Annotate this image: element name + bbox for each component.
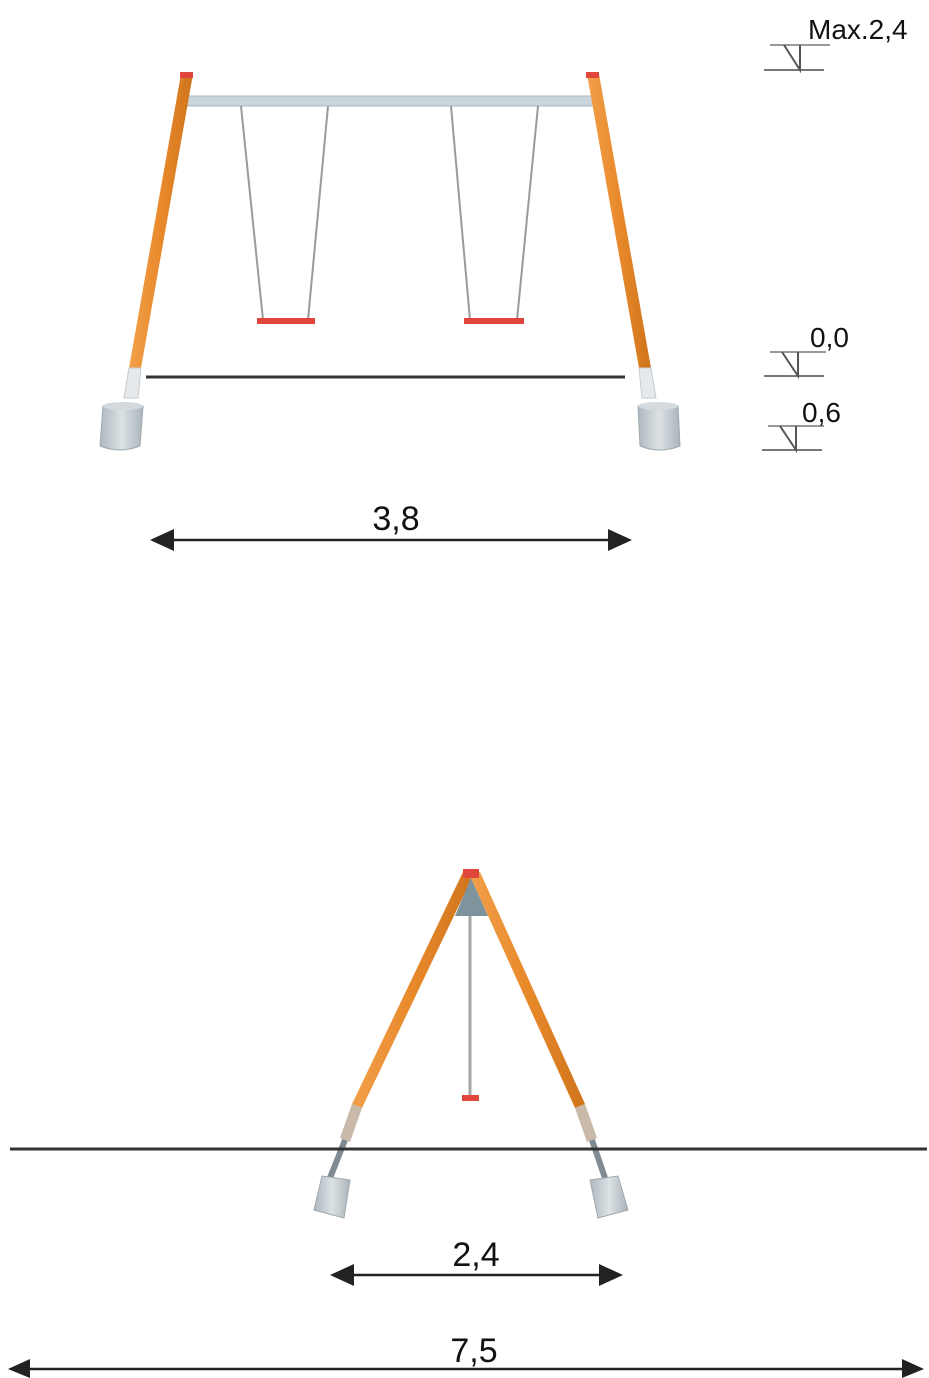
level-marker-foundation: 0,6	[762, 397, 841, 454]
side-swing-seat	[462, 1095, 479, 1101]
side-base-label: 2,4	[452, 1236, 499, 1274]
side-footing-right	[589, 1175, 629, 1219]
level-foundation-label: 0,6	[802, 397, 841, 428]
side-top-bracket	[455, 869, 488, 916]
front-width-dimension: 3,8	[150, 500, 632, 551]
side-right-leg	[470, 872, 608, 1179]
front-footing-left	[99, 402, 144, 451]
front-swing-seat-1	[240, 105, 329, 324]
side-footing-left	[313, 1175, 351, 1219]
front-footing-right	[637, 402, 681, 451]
front-view: 3,8	[99, 72, 681, 551]
level-marker-ground: 0,0	[764, 322, 849, 380]
level-max-label: Max.2,4	[808, 14, 908, 45]
front-width-label: 3,8	[372, 500, 419, 538]
front-top-beam	[185, 95, 597, 107]
front-swing-seat-2	[450, 105, 539, 324]
side-base-dimension: 2,4	[330, 1236, 623, 1286]
level-ground-label: 0,0	[810, 322, 849, 353]
side-left-leg	[327, 872, 473, 1180]
side-total-dimension: 7,5	[8, 1332, 924, 1378]
side-total-label: 7,5	[450, 1332, 497, 1370]
side-view: 2,4 7,5	[8, 869, 927, 1378]
level-marker-max: Max.2,4	[764, 14, 908, 74]
front-left-post	[123, 72, 193, 399]
front-right-post	[586, 72, 657, 399]
